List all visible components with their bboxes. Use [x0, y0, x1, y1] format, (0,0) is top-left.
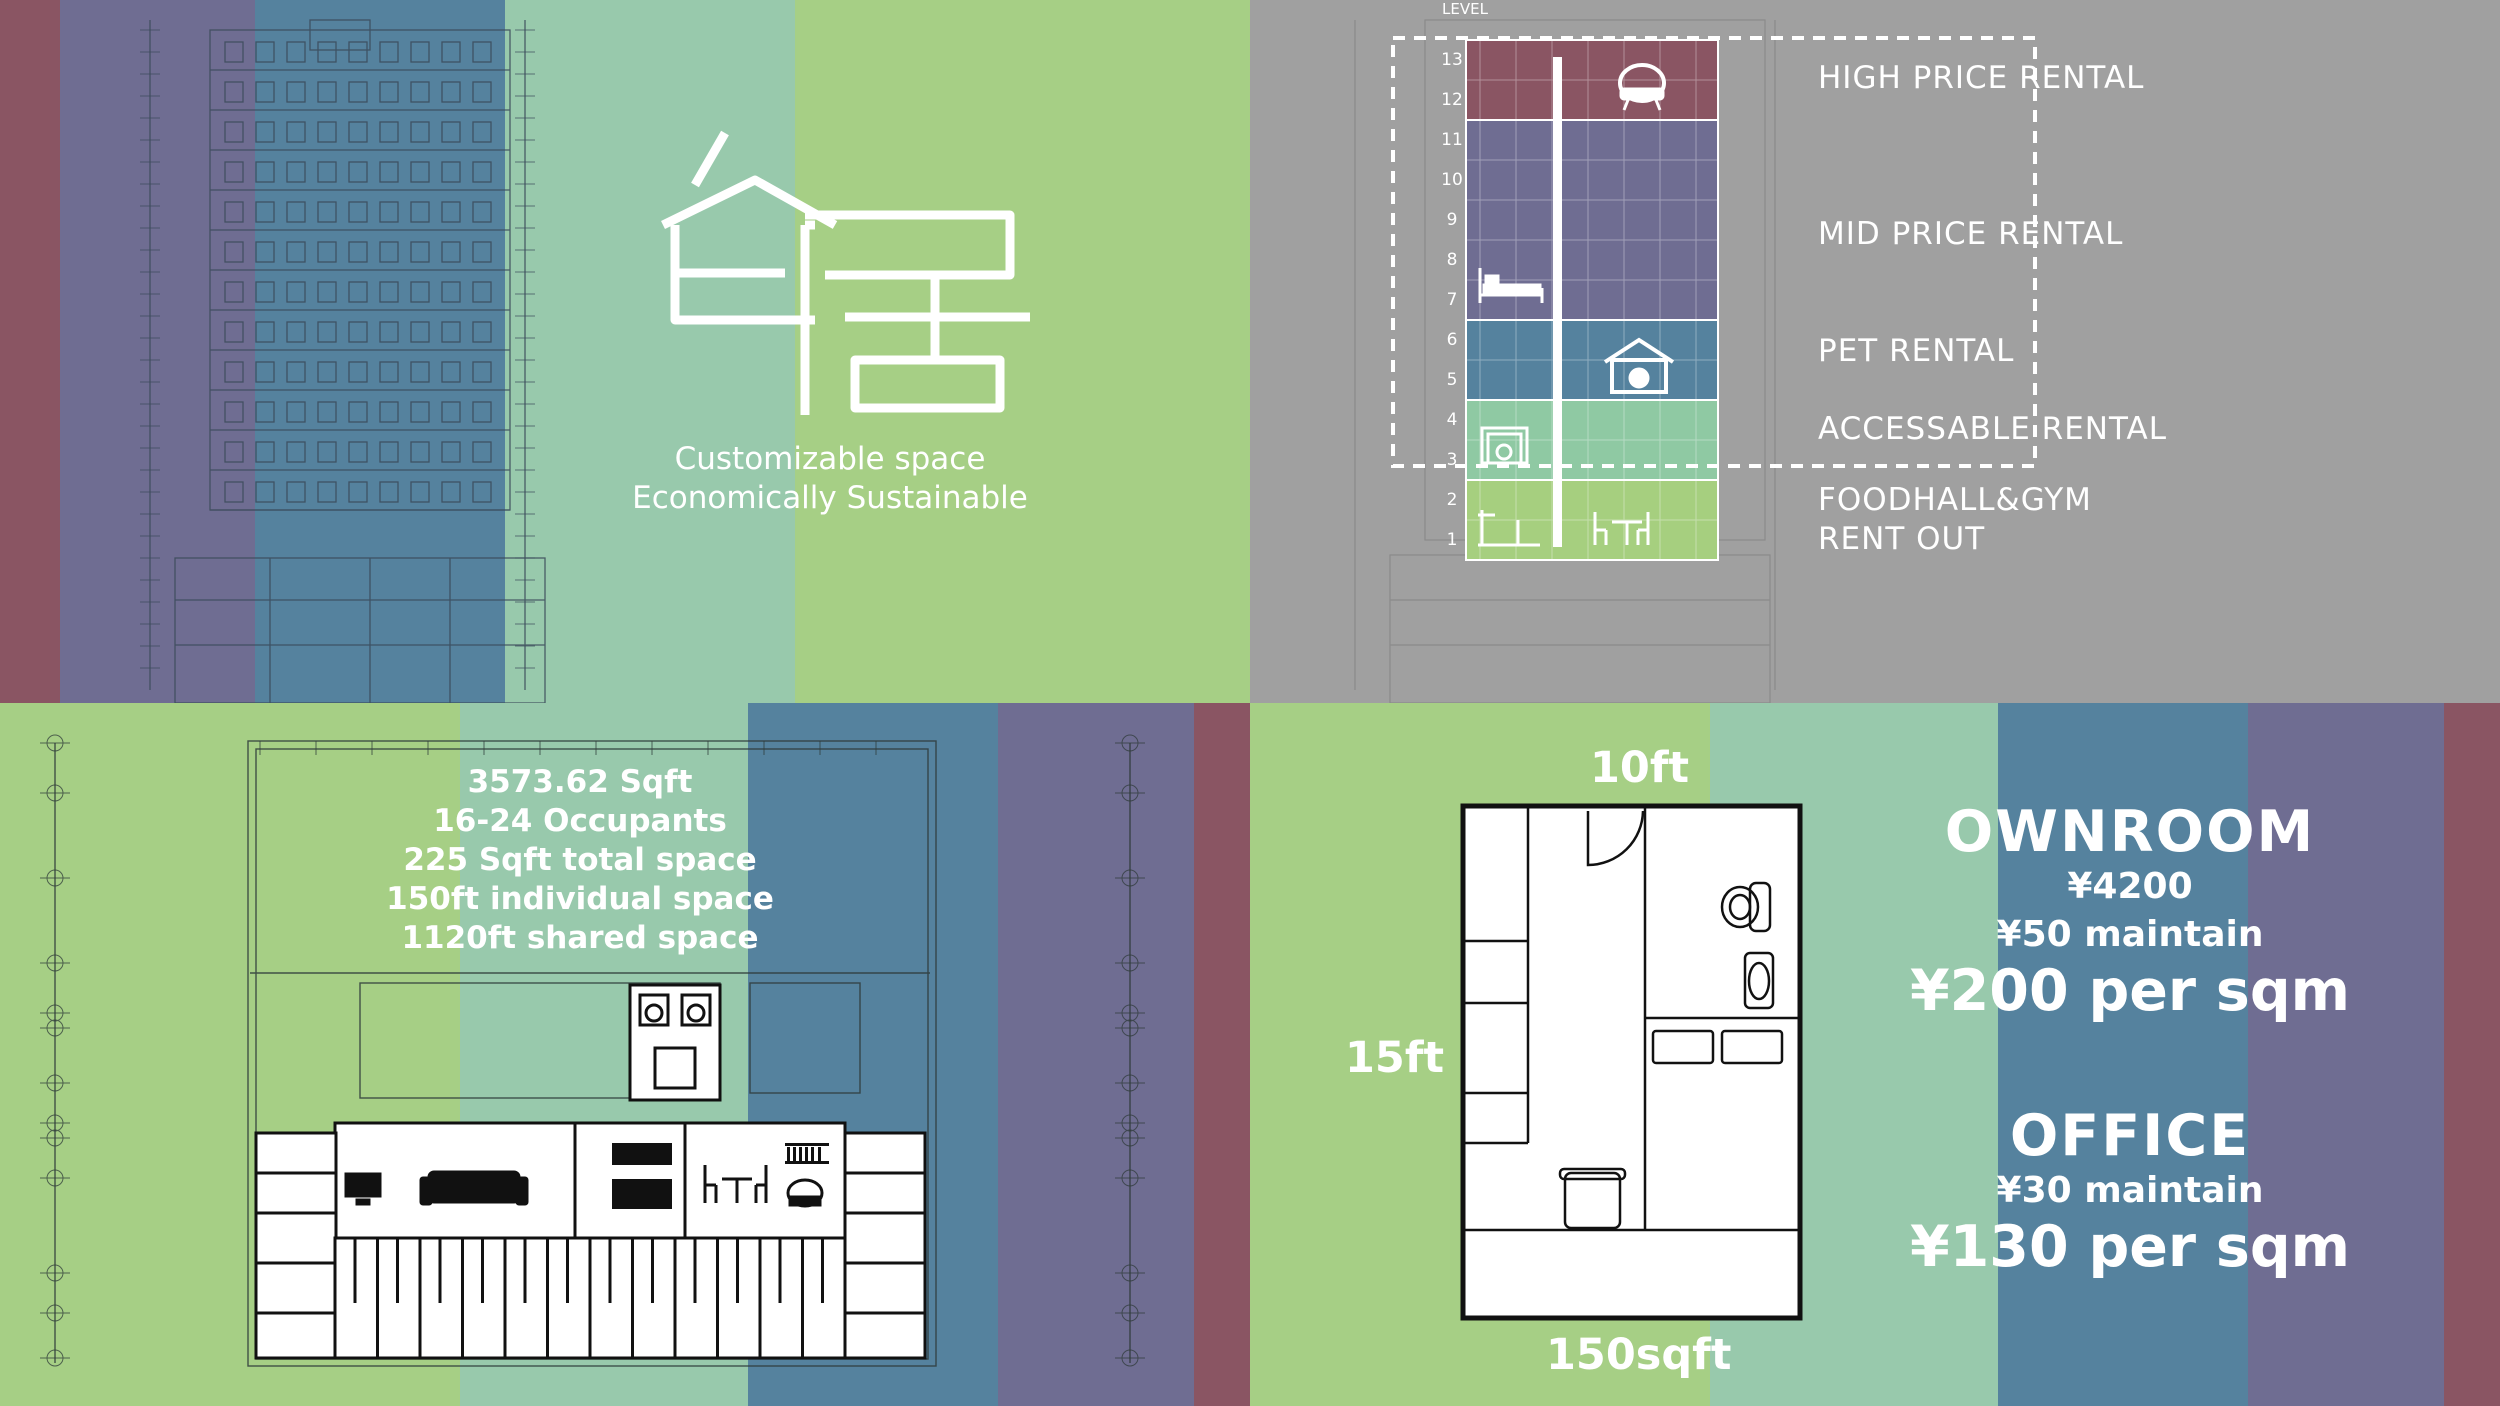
- ownroom-per-sqm: ¥200 per sqm: [1909, 958, 2351, 1024]
- tv-icon: [344, 1172, 382, 1206]
- armchair-icon: [786, 1178, 824, 1208]
- label-foodhall-gym-line2: RENT OUT: [1818, 521, 1986, 557]
- label-high-price-rental: HIGH PRICE RENTAL: [1818, 60, 2145, 96]
- level-band-8: [1466, 240, 1718, 280]
- label-foodhall-gym-line1: FOODHALL&GYM: [1818, 482, 2092, 518]
- bookshelf-icon: [785, 1143, 829, 1164]
- level-number-7: 7: [1446, 290, 1458, 310]
- stat-individual-space: 150ft individual space: [386, 881, 774, 917]
- level-band-1: [1466, 520, 1718, 560]
- level-number-11: 11: [1441, 130, 1463, 150]
- ziju-logo-mark: [661, 130, 1030, 415]
- ownroom-title: OWNROOM: [1944, 799, 2316, 865]
- building-elevation-drawing: [140, 19, 546, 703]
- level-number-8: 8: [1446, 250, 1458, 270]
- office-pricing: OFFICE ¥30 maintain ¥130 per sqm: [1890, 1105, 2370, 1279]
- unit-width-label: 10ft: [1590, 743, 1690, 793]
- level-band-13: [1466, 40, 1718, 80]
- office-title: OFFICE: [2009, 1103, 2251, 1169]
- floor-plan-panel: 3573.62 Sqft 16-24 Occupants 225 Sqft to…: [0, 703, 1250, 1406]
- level-band-9: [1466, 200, 1718, 240]
- bed-icon: [1478, 268, 1544, 303]
- label-pet-rental: PET RENTAL: [1818, 333, 2015, 369]
- level-band-6: [1466, 320, 1718, 360]
- unit-floor-plan: [1460, 803, 1803, 1321]
- level-band-11: [1466, 120, 1718, 160]
- color-stripes: [0, 0, 1250, 703]
- level-number-1: 1: [1446, 530, 1458, 550]
- level-number-12: 12: [1441, 90, 1463, 110]
- level-header: LEVEL: [1442, 0, 1488, 18]
- core-shaft: [1553, 57, 1562, 547]
- level-number-6: 6: [1446, 330, 1458, 350]
- label-foodhall-gym: FOODHALL&GYM RENT OUT: [1818, 481, 2092, 559]
- washing-machine-icon: [638, 993, 712, 1027]
- stat-total-space: 225 Sqft total space: [403, 842, 757, 878]
- level-number-5: 5: [1446, 370, 1458, 390]
- level-band-2: [1466, 480, 1718, 520]
- level-number-13: 13: [1441, 50, 1463, 70]
- tagline-customizable: Customizable space: [674, 441, 986, 477]
- stat-total-area: 3573.62 Sqft: [467, 764, 693, 800]
- level-number-4: 4: [1446, 410, 1458, 430]
- level-program-panel: 13 12 11 10 9 8 7 6 5 4 3 2 1 LEVEL HIGH PRICE RENTA…: [1250, 0, 2500, 703]
- dining-table-icon: [703, 1165, 768, 1203]
- wheelchair-elevator-icon: [1480, 426, 1529, 465]
- kitchen-icon: [612, 1143, 672, 1209]
- ownroom-maintain: ¥50 maintain: [1996, 914, 2264, 955]
- armchair-icon: [1618, 63, 1666, 111]
- label-mid-price-rental: MID PRICE RENTAL: [1818, 216, 2124, 252]
- level-band-12: [1466, 80, 1718, 120]
- unit-height-label: 15ft: [1345, 1033, 1445, 1083]
- level-number-3: 3: [1446, 450, 1458, 470]
- unit-pricing-panel: 10ft 15ft 150sqft OWNROOM ¥4200 ¥50 main…: [1250, 703, 2500, 1406]
- floor-plan-drawing: [40, 734, 1145, 1367]
- level-band-5: [1466, 360, 1718, 400]
- office-per-sqm: ¥130 per sqm: [1909, 1214, 2351, 1280]
- residential-dashed-outline: [1391, 36, 2037, 468]
- level-number-9: 9: [1446, 210, 1458, 230]
- billiard-table-icon: [653, 1046, 697, 1090]
- floor-stats: 3573.62 Sqft 16-24 Occupants 225 Sqft to…: [330, 763, 830, 958]
- treadmill-icon: [1478, 510, 1540, 547]
- dining-table-icon: [1593, 512, 1650, 545]
- label-accessable-rental: ACCESSABLE RENTAL: [1818, 411, 2167, 447]
- ownroom-rent: ¥4200: [2067, 866, 2193, 907]
- stat-occupants: 16-24 Occupants: [433, 803, 727, 839]
- unit-area-label: 150sqft: [1546, 1330, 1732, 1380]
- level-number-2: 2: [1446, 490, 1458, 510]
- stat-shared-space: 1120ft shared space: [401, 920, 759, 956]
- building-section-diagram: [1354, 19, 2037, 703]
- building-elevation-panel: Customizable space Economically Sustaina…: [0, 0, 1250, 703]
- level-band-10: [1466, 160, 1718, 200]
- level-number-10: 10: [1441, 170, 1463, 190]
- sofa-icon: [419, 1170, 529, 1206]
- tagline-sustainable: Economically Sustainable: [632, 480, 1028, 516]
- office-maintain: ¥30 maintain: [1996, 1170, 2264, 1211]
- ownroom-pricing: OWNROOM ¥4200 ¥50 maintain ¥200 per sqm: [1890, 801, 2370, 1023]
- dog-house-icon: [1603, 337, 1675, 394]
